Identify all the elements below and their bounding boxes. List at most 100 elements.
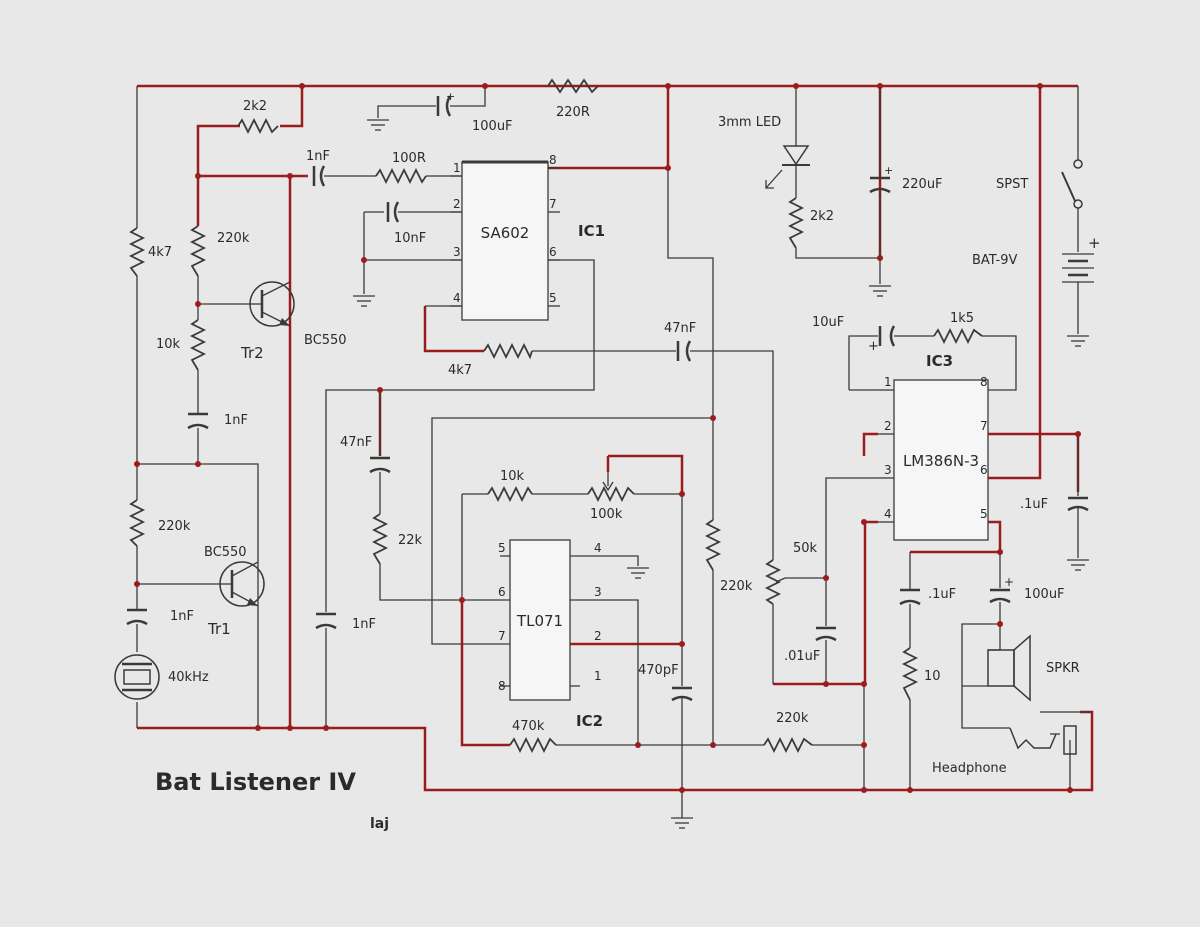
headphone-jack <box>1009 725 1077 755</box>
battery-9v <box>1062 253 1094 283</box>
label-c470pf: 470pF <box>638 663 679 678</box>
resistor-10 <box>901 647 919 701</box>
ic3-pin-1: 1 <box>884 375 892 389</box>
label-spst: SPST <box>996 177 1028 192</box>
label-r22k: 22k <box>398 533 423 548</box>
diagram-title: Bat Listener IV <box>155 768 356 796</box>
crystal-40khz <box>114 654 160 700</box>
transistor-tr2 <box>249 281 295 327</box>
label-led: 3mm LED <box>718 115 781 130</box>
ic2-tl071 <box>500 539 580 701</box>
power-wiring <box>137 84 1094 792</box>
label-c220uf: 220uF <box>902 177 943 192</box>
resistor-4k7-left <box>128 227 146 277</box>
ic2-pin-8: 8 <box>498 679 506 693</box>
ic2-pin-7: 7 <box>498 629 506 643</box>
ic3-pin-2: 2 <box>884 419 892 433</box>
resistor-10k-mid <box>487 485 533 503</box>
resistor-10k-left <box>189 319 207 371</box>
resistor-470k <box>509 736 557 754</box>
label-c100uf-bot: 100uF <box>1024 587 1065 602</box>
ic3-pin-3: 3 <box>884 463 892 477</box>
label-c1uf-bot: .1uF <box>928 587 956 602</box>
resistors <box>128 78 983 754</box>
ic3-pin-6: 6 <box>980 463 988 477</box>
led-3mm <box>765 145 810 189</box>
label-c100uf-top: 100uF <box>472 119 513 134</box>
label-r220k-tr1: 220k <box>158 519 191 534</box>
label-r220k-bot: 220k <box>776 711 809 726</box>
junctions <box>134 83 1081 793</box>
label-c10nf: 10nF <box>394 231 426 246</box>
label-r10k-mid: 10k <box>500 469 525 484</box>
ic3-pin-4: 4 <box>884 507 892 521</box>
ic3-name: LM386N-3 <box>903 452 979 470</box>
label-headphone: Headphone <box>932 761 1007 776</box>
label-tr2: Tr2 <box>240 344 264 362</box>
svg-text:+: + <box>868 339 879 354</box>
label-bc550-tr1: BC550 <box>204 545 247 560</box>
ic2-pin-6: 6 <box>498 585 506 599</box>
label-r4k7-mid: 4k7 <box>448 363 472 378</box>
label-r220k-mid: 220k <box>720 579 753 594</box>
ic-labels: SA602 IC1 1 2 3 4 5 6 7 8 TL071 IC2 5 6 … <box>453 153 988 730</box>
ic2-pin-3: 3 <box>594 585 602 599</box>
label-c47nf-left: 47nF <box>340 435 372 450</box>
label-c1nf-top: 1nF <box>306 149 330 164</box>
label-r10k-left: 10k <box>156 337 181 352</box>
ic1-name: SA602 <box>481 224 530 242</box>
label-c47nf-top: 47nF <box>664 321 696 336</box>
resistor-2k2-led <box>787 197 805 249</box>
ic1-pin-1: 1 <box>453 161 461 175</box>
label-r2k2-top: 2k2 <box>243 99 267 114</box>
ic1-pin-8: 8 <box>549 153 557 167</box>
resistor-2k2-top <box>237 117 279 135</box>
label-bat: BAT-9V <box>972 253 1018 268</box>
svg-text:+: + <box>446 90 455 103</box>
switch-spst <box>1061 159 1083 209</box>
label-c1nf-mid: 1nF <box>352 617 376 632</box>
resistor-100R <box>375 167 427 185</box>
ic1-pin-7: 7 <box>549 197 557 211</box>
label-r1k5: 1k5 <box>950 311 974 326</box>
ic2-name: TL071 <box>516 612 563 630</box>
label-r50k: 50k <box>793 541 818 556</box>
resistor-220k-tr2 <box>189 225 207 277</box>
label-r100R: 100R <box>392 151 426 166</box>
ic3-lm386 <box>878 379 989 541</box>
resistor-50k <box>764 559 782 605</box>
ic2-ref: IC2 <box>576 712 603 730</box>
ic3-pin-8: 8 <box>980 375 988 389</box>
ic2-pin-1: 1 <box>594 669 602 683</box>
author-initials: laj <box>370 816 389 832</box>
ic1-ref: IC1 <box>578 222 605 240</box>
resistor-220k-tr1 <box>128 499 146 547</box>
ic3-pin-5: 5 <box>980 507 988 521</box>
label-c10uf: 10uF <box>812 315 844 330</box>
transistor-tr1 <box>219 561 265 607</box>
capacitors: + + + + <box>126 90 1089 702</box>
label-r2k2-led: 2k2 <box>810 209 834 224</box>
label-spkr: SPKR <box>1046 661 1080 676</box>
label-tr1: Tr1 <box>207 620 231 638</box>
svg-text:+: + <box>1004 575 1014 589</box>
label-c1nf-tr1: 1nF <box>170 609 194 624</box>
ic2-pin-5: 5 <box>498 541 506 555</box>
resistor-1k5 <box>933 327 983 345</box>
resistor-220k-bot <box>763 736 813 754</box>
component-labels: 100uF 220R 2k2 1nF 100R 10nF 4k7 220k 10… <box>148 99 1101 776</box>
speaker <box>987 634 1031 702</box>
label-r10: 10 <box>924 669 941 684</box>
ic2-pin-2: 2 <box>594 629 602 643</box>
label-r220R: 220R <box>556 105 590 120</box>
ic1-pin-3: 3 <box>453 245 461 259</box>
label-r4k7-left: 4k7 <box>148 245 172 260</box>
label-r220k-tr2: 220k <box>217 231 250 246</box>
ic1-pin-4: 4 <box>453 291 461 305</box>
resistor-220k-mid <box>704 519 722 571</box>
label-c1nf-left: 1nF <box>224 413 248 428</box>
ic1-pin-2: 2 <box>453 197 461 211</box>
label-c1uf-right: .1uF <box>1020 497 1048 512</box>
